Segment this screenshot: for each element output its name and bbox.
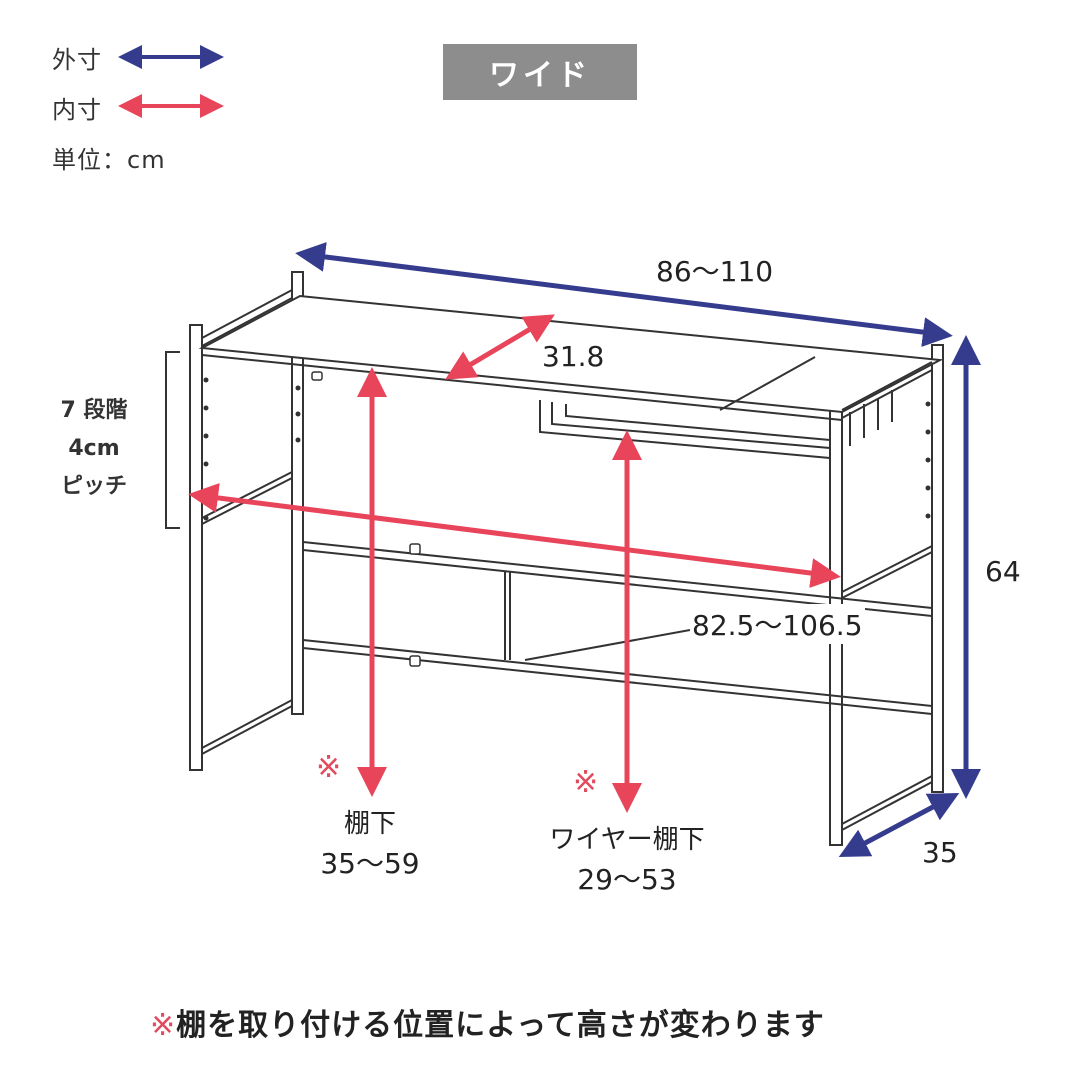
under-shelf-value: 35〜59 xyxy=(320,847,420,880)
under-wire-shelf-label: ワイヤー棚下 xyxy=(549,825,705,855)
pitch-label: ピッチ xyxy=(60,474,127,499)
pitch-bracket xyxy=(165,351,180,529)
inner-width-arrow-icon xyxy=(188,483,841,588)
footnote-text: 棚を取り付ける位置によって高さが変わります xyxy=(176,1008,825,1043)
outer-height-label: 64 xyxy=(985,555,1021,588)
legend-outer-label: 外寸 xyxy=(52,46,102,74)
legend-unit-label: 単位：cm xyxy=(52,146,166,174)
under-wire-shelf-value: 29〜53 xyxy=(577,863,677,896)
pitch-note: 7 段階 4cm ピッチ xyxy=(44,392,144,506)
under-shelf-label: 棚下 xyxy=(343,809,396,839)
pitch-steps: 7 段階 xyxy=(60,398,128,423)
legend-inner-label: 内寸 xyxy=(52,96,102,124)
shelf-depth-label: 31.8 xyxy=(542,340,605,373)
inner-width-label: 82.5〜106.5 xyxy=(690,604,865,644)
outer-width-label: 86〜110 xyxy=(656,255,774,288)
under-wire-shelf-mark: ※ xyxy=(573,765,599,800)
outer-width-arrow-icon xyxy=(295,241,953,348)
footnote-mark: ※ xyxy=(150,1008,177,1043)
pitch-interval: 4cm xyxy=(68,436,120,461)
footnote: ※棚を取り付ける位置によって高さが変わります xyxy=(150,1000,825,1044)
outer-depth-label: 35 xyxy=(922,836,958,869)
variant-badge: ワイド xyxy=(443,44,637,100)
outer-depth-arrow-icon xyxy=(838,792,960,858)
under-shelf-clearance: 棚下 35〜59 xyxy=(300,804,440,884)
shelf-depth-arrow-icon xyxy=(445,314,555,380)
under-shelf-mark: ※ xyxy=(316,750,342,785)
under-wire-shelf-clearance: ワイヤー棚下 29〜53 xyxy=(520,820,734,900)
